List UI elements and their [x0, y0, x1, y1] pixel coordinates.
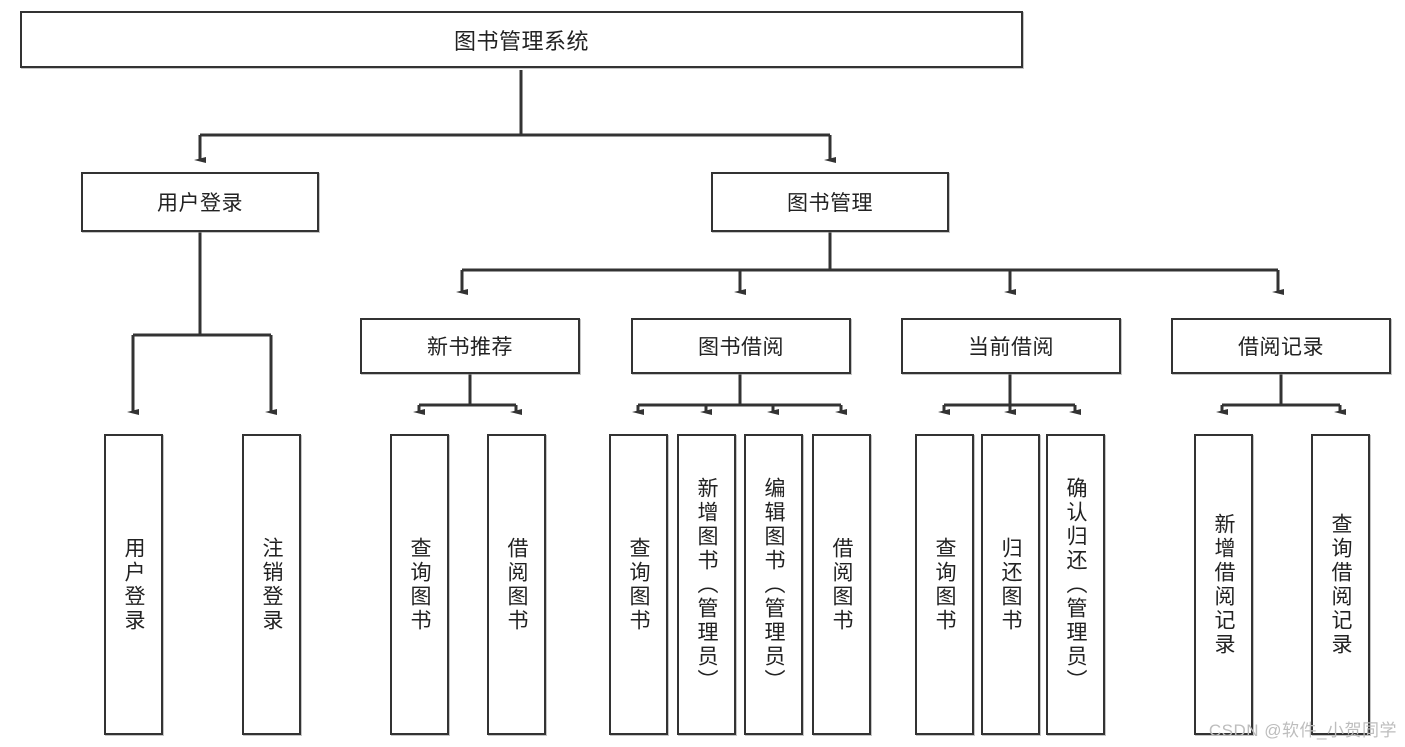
node-leaf-query-book-2[interactable]: 查询图书 — [609, 434, 668, 735]
node-label: 用户登录 — [122, 536, 145, 633]
node-label: 查询借阅记录 — [1329, 512, 1352, 657]
node-label: 查询图书 — [627, 536, 650, 633]
node-leaf-borrow-book-1[interactable]: 借阅图书 — [487, 434, 546, 735]
node-label: 新书推荐 — [427, 336, 513, 359]
node-label: 确认归还（管理员） — [1064, 476, 1087, 693]
node-label: 图书管理系统 — [453, 28, 589, 54]
node-label: 用户登录 — [157, 192, 243, 215]
node-new-book-recommend[interactable]: 新书推荐 — [360, 318, 580, 374]
node-leaf-add-record[interactable]: 新增借阅记录 — [1194, 434, 1253, 735]
node-leaf-query-book-3[interactable]: 查询图书 — [915, 434, 974, 735]
node-leaf-query-book-1[interactable]: 查询图书 — [390, 434, 449, 735]
node-label: 注销登录 — [260, 536, 283, 633]
node-book-borrow[interactable]: 图书借阅 — [631, 318, 851, 374]
node-label: 归还图书 — [999, 536, 1022, 633]
node-label: 图书管理 — [787, 192, 873, 215]
node-label: 新增图书（管理员） — [695, 476, 718, 693]
node-label: 编辑图书（管理员） — [762, 476, 785, 693]
node-leaf-confirm-return[interactable]: 确认归还（管理员） — [1046, 434, 1105, 735]
node-book-management[interactable]: 图书管理 — [711, 172, 949, 232]
node-label: 查询图书 — [408, 536, 431, 633]
node-leaf-user-login[interactable]: 用户登录 — [104, 434, 163, 735]
node-leaf-return-book[interactable]: 归还图书 — [981, 434, 1040, 735]
node-label: 借阅图书 — [830, 536, 853, 633]
node-label: 新增借阅记录 — [1212, 512, 1235, 657]
node-leaf-edit-book[interactable]: 编辑图书（管理员） — [744, 434, 803, 735]
node-label: 借阅记录 — [1238, 336, 1324, 359]
node-leaf-query-record[interactable]: 查询借阅记录 — [1311, 434, 1370, 735]
node-label: 图书借阅 — [698, 336, 784, 359]
node-label: 查询图书 — [933, 536, 956, 633]
node-borrow-record[interactable]: 借阅记录 — [1171, 318, 1391, 374]
node-leaf-borrow-book-2[interactable]: 借阅图书 — [812, 434, 871, 735]
node-leaf-logout[interactable]: 注销登录 — [242, 434, 301, 735]
node-user-login[interactable]: 用户登录 — [81, 172, 319, 232]
node-label: 当前借阅 — [968, 336, 1054, 359]
node-leaf-add-book[interactable]: 新增图书（管理员） — [677, 434, 736, 735]
node-root-system[interactable]: 图书管理系统 — [20, 11, 1023, 68]
csdn-watermark: CSDN @软件_小贺同学 — [1208, 721, 1397, 740]
node-current-borrow[interactable]: 当前借阅 — [901, 318, 1121, 374]
node-label: 借阅图书 — [505, 536, 528, 633]
